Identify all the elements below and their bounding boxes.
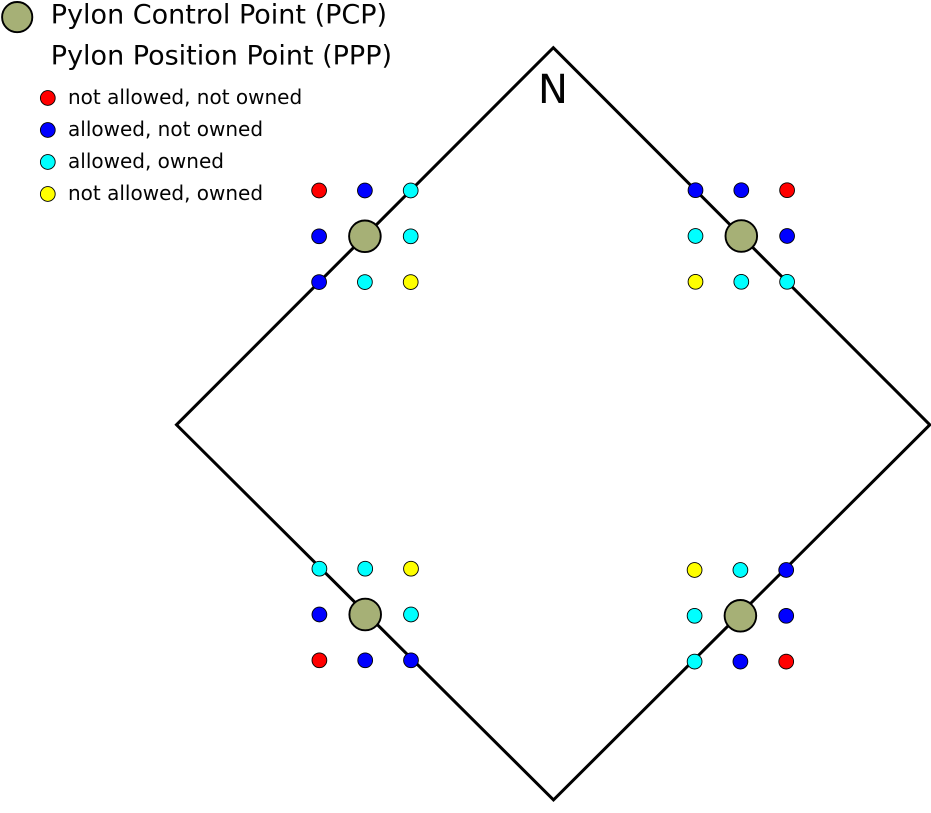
ppp-dot-yellow: [402, 274, 419, 290]
ppp-dot-red: [311, 652, 328, 669]
pylon-top-left: [311, 182, 419, 290]
legend-item-label: not allowed, owned: [68, 181, 263, 205]
ppp-dot-blue: [687, 182, 704, 199]
ppp-dot-blue: [403, 652, 419, 669]
pylon-top-right: [687, 182, 795, 290]
legend-item-label: allowed, not owned: [68, 117, 263, 141]
ppp-dot-cyan: [733, 273, 750, 290]
pcp-marker-top-right: [724, 219, 759, 253]
ppp-dot-red: [778, 653, 795, 670]
ppp-dot-cyan: [357, 560, 374, 577]
course-outline: [174, 45, 931, 803]
north-label: N: [538, 67, 568, 113]
ppp-dot-yellow: [687, 273, 704, 290]
legend-title-pcp: Pylon Control Point (PCP): [51, 0, 387, 31]
pcp-marker-top-left: [348, 219, 382, 254]
legend-title-ppp: Pylon Position Point (PPP): [51, 41, 392, 72]
ppp-dot-blue: [733, 182, 750, 199]
ppp-dot-blue: [357, 182, 373, 199]
ppp-dot-cyan: [686, 653, 703, 670]
course-layer: [174, 45, 931, 803]
legend-layer: Pylon Control Point (PCP) Pylon Position …: [1, 0, 392, 205]
legend-marker-blue: [39, 122, 56, 138]
legend-item-not-allowed-not-owned: not allowed, not owned: [39, 85, 302, 109]
ppp-dot-cyan: [686, 607, 703, 624]
ppp-dot-yellow: [403, 560, 419, 577]
legend-item-label: allowed, owned: [68, 149, 224, 173]
ppp-dot-blue: [311, 228, 327, 245]
ppp-dot-blue: [732, 653, 749, 670]
ppp-dot-red: [311, 182, 327, 199]
ppp-dot-cyan: [403, 606, 419, 623]
ppp-dot-blue: [778, 562, 795, 578]
pcp-legend-marker: [1, 1, 34, 34]
ppp-dot-yellow: [686, 562, 703, 578]
pcp-marker-bottom-left: [348, 597, 382, 632]
ppp-dot-cyan: [402, 228, 419, 245]
pylon-bottom-right: [686, 562, 795, 670]
legend-marker-red: [39, 90, 56, 106]
ppp-dot-cyan: [732, 562, 749, 578]
legend-item-label: not allowed, not owned: [68, 85, 302, 109]
ppp-dot-cyan: [311, 560, 328, 577]
ppp-dot-blue: [311, 606, 328, 623]
ppp-dot-blue: [311, 274, 327, 290]
pcp-marker-bottom-right: [723, 599, 758, 633]
ppp-dot-blue: [357, 652, 374, 669]
legend-marker-cyan: [39, 154, 56, 170]
legend-item-allowed-not-owned: allowed, not owned: [39, 117, 263, 141]
ppp-dot-cyan: [402, 182, 419, 199]
ppp-dot-red: [779, 182, 795, 199]
north-layer: N: [538, 67, 568, 113]
pylon-bottom-left: [311, 560, 419, 669]
ppp-dot-cyan: [779, 273, 795, 290]
ppp-dot-blue: [779, 228, 795, 244]
pylons-layer: [311, 182, 795, 670]
ppp-dot-cyan: [357, 274, 373, 290]
legend-item-not-allowed-owned: not allowed, owned: [39, 181, 263, 205]
legend-marker-yellow: [39, 186, 56, 202]
legend-item-allowed-owned: allowed, owned: [39, 149, 224, 173]
ppp-dot-cyan: [687, 228, 704, 244]
ppp-dot-blue: [778, 607, 795, 624]
